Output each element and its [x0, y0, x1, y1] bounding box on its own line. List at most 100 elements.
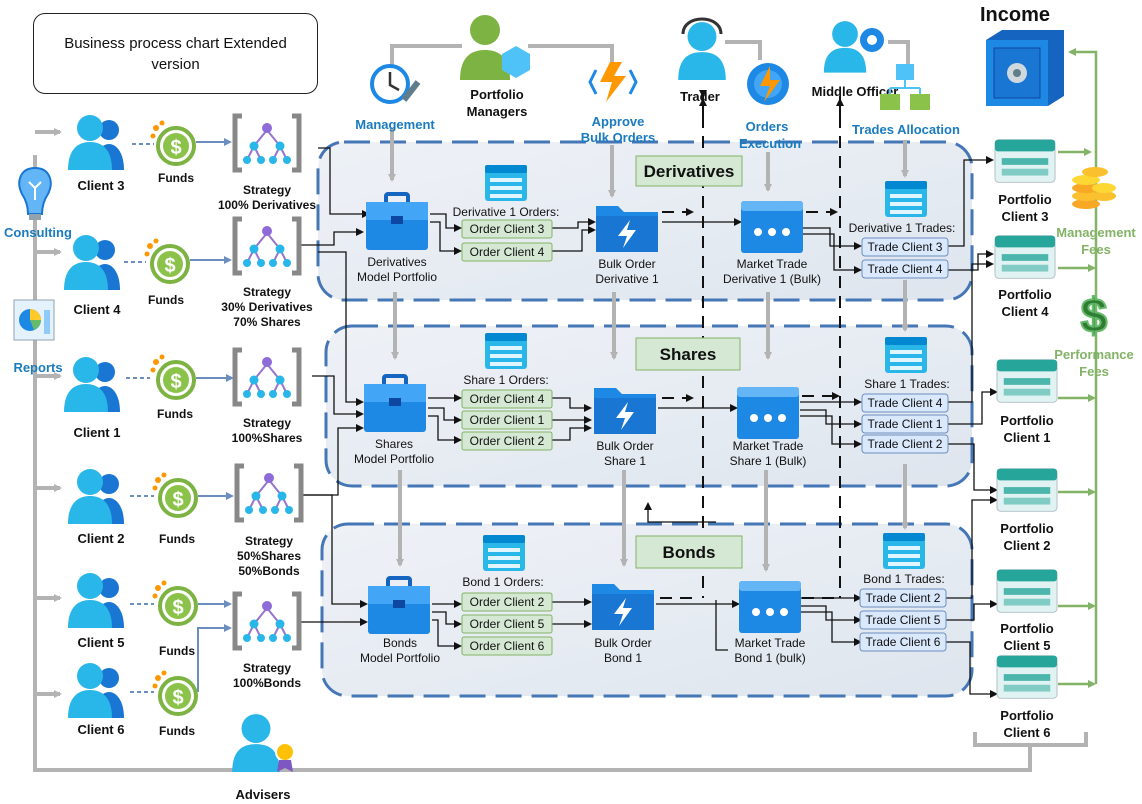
trader-headset-icon: [678, 17, 726, 80]
strategy-label: 100% Derivatives: [218, 198, 316, 212]
management-clock-icon: [370, 64, 421, 104]
client-node: Client 3 Funds: [68, 115, 196, 193]
bulk-order-label: Derivative 1: [595, 272, 659, 286]
performance-fees-line-2: Fees: [1079, 364, 1109, 379]
strategy-label: 30% Derivatives: [221, 300, 313, 314]
portfolio-card-icon: [996, 569, 1058, 613]
bulk-order-icon: [594, 388, 656, 434]
model-portfolio-briefcase-icon: [366, 576, 432, 636]
client-person-icon: [68, 573, 124, 628]
portfolio-card-icon: [996, 655, 1058, 699]
trade-box: [859, 610, 947, 630]
strategy-tree-icon: [235, 350, 299, 404]
strategy-label: Strategy: [243, 416, 291, 430]
portfolio-label: Portfolio: [1000, 413, 1053, 428]
trade-box: [861, 393, 949, 413]
client-label: Client 4: [74, 302, 122, 317]
management-label: Management: [355, 117, 435, 132]
order-box: [461, 614, 553, 634]
orders-execution-line-1: Orders: [746, 119, 789, 134]
model-portfolio-label: Shares: [375, 437, 413, 451]
income-safe-icon: [986, 30, 1064, 106]
title-line-1: Business process chart Extended: [64, 34, 287, 52]
model-portfolio-briefcase-icon: [364, 192, 430, 252]
portfolio-managers-line-2: Managers: [467, 104, 528, 119]
order-item-label: Order Client 6: [470, 639, 545, 653]
trade-box: [861, 414, 949, 434]
trades-allocation-label: Trades Allocation: [852, 122, 960, 137]
model-portfolio-label: Derivatives: [367, 255, 426, 269]
funds-label: Funds: [158, 171, 194, 185]
gray-connectors: [33, 40, 1032, 772]
portfolio-label: Portfolio: [1000, 521, 1053, 536]
trades-title: Share 1 Trades:: [864, 377, 949, 391]
orders-list-icon: [485, 165, 527, 201]
portfolio-label: Portfolio: [998, 287, 1051, 302]
client-label: Client 5: [78, 635, 125, 650]
trade-box: [861, 237, 949, 257]
trade-box: [861, 434, 949, 454]
fee-arrows: [1058, 48, 1098, 688]
trade-item-label: Trade Client 1: [868, 417, 943, 431]
consulting-label: Consulting: [4, 225, 72, 240]
funds-dollar-icon: [150, 354, 196, 400]
model-portfolio-label: Model Portfolio: [354, 452, 434, 466]
market-trade-label: Market Trade: [733, 439, 804, 453]
trades-list-icon: [885, 337, 927, 373]
portfolio-label: Client 3: [1002, 209, 1049, 224]
trades-list-icon: [883, 533, 925, 569]
client-person-icon: [68, 469, 124, 524]
model-portfolio-briefcase-icon: [362, 374, 428, 434]
trade-box: [859, 632, 947, 652]
portfolio-label: Client 5: [1004, 638, 1051, 653]
funds-dollar-icon: [152, 472, 198, 518]
strategy-tree-icon: [237, 466, 301, 520]
strategy-label: 50%Shares: [237, 549, 301, 563]
order-box: [461, 431, 553, 451]
market-trade-label: Market Trade: [737, 257, 808, 271]
orders-title: Bond 1 Orders:: [462, 575, 543, 589]
approve-line-1: Approve: [592, 114, 645, 129]
client-fund-arrows: [124, 138, 234, 693]
section-derivatives-label: Derivatives: [644, 162, 735, 181]
funds-dollar-icon: [152, 670, 198, 716]
client-node: Client 4 Funds: [64, 235, 190, 317]
order-box: [461, 389, 553, 409]
section-labels: Derivatives Shares Bonds: [635, 155, 743, 569]
funds-dollar-icon: [152, 580, 198, 626]
strategy-label: Strategy: [243, 183, 291, 197]
management-fees-line-2: Fees: [1081, 242, 1111, 257]
portfolio-card-icon: [996, 359, 1058, 403]
market-trade-label: Derivative 1 (Bulk): [723, 272, 821, 286]
middle-officer-label: Middle Officer: [812, 84, 899, 99]
order-item-label: Order Client 3: [470, 222, 545, 236]
funds-label: Funds: [159, 724, 195, 738]
title-box: Business process chart Extended version: [33, 13, 318, 94]
trade-item-label: Trade Client 4: [868, 262, 943, 276]
portfolio-label: Client 4: [1002, 304, 1050, 319]
trades-title: Derivative 1 Trades:: [849, 221, 956, 235]
reports-chart-icon: [13, 299, 55, 341]
strategy-label: Strategy: [243, 661, 291, 675]
model-portfolio-label: Model Portfolio: [357, 270, 437, 284]
trades-allocation-icon: [880, 64, 930, 110]
approve-bolt-icon: [588, 62, 638, 102]
performance-fees-line-1: Performance: [1054, 347, 1133, 362]
funds-label: Funds: [159, 644, 195, 658]
orders-list-icon: [485, 333, 527, 369]
bulk-order-label: Bond 1: [604, 651, 642, 665]
order-item-label: Order Client 1: [470, 413, 545, 427]
portfolio-label: Portfolio: [1000, 708, 1053, 723]
funds-label: Funds: [148, 293, 184, 307]
market-trade-icon: [739, 581, 801, 633]
client-label: Client 3: [78, 178, 125, 193]
portfolio-card-icon: [994, 139, 1056, 183]
